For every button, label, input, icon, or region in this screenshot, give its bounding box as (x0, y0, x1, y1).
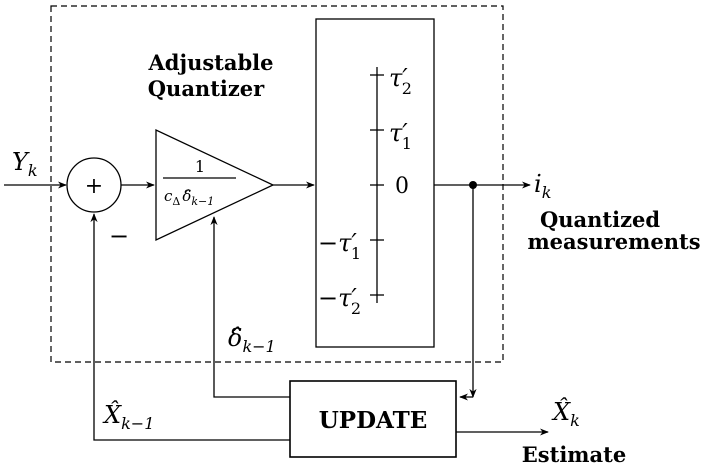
output-label: ik (534, 170, 551, 202)
summer-minus-sign: − (109, 222, 129, 250)
quantizer-box (315, 18, 435, 348)
level-tau1: τ′1 (389, 119, 412, 153)
output-caption-line1: Quantized (540, 207, 660, 232)
estimate-label: X̂k (551, 398, 580, 430)
update-label: UPDATE (319, 407, 428, 434)
gain-amplifier (155, 128, 275, 242)
quantizer-title-line1: Adjustable (148, 50, 274, 75)
input-label: Yk (12, 148, 38, 180)
gain-numerator: 1 (195, 157, 205, 176)
quantizer-title-line2: Quantizer (148, 76, 265, 101)
level-neg-tau1: −τ′1 (318, 229, 361, 263)
x-feedback-path (90, 213, 290, 441)
level-neg-tau2: −τ′2 (318, 284, 361, 318)
level-tau2: τ′2 (389, 64, 412, 98)
summer-plus-sign: + (85, 174, 103, 199)
delta-feedback-path (210, 216, 290, 398)
x-feedback-label: X̂k−1 (102, 401, 154, 433)
level-zero: 0 (395, 174, 409, 199)
quantizer-group-boundary (50, 5, 504, 363)
estimate-caption: Estimate (522, 442, 626, 467)
update-block (289, 380, 457, 458)
output-caption-line2: measurements (527, 229, 700, 254)
delta-feedback-label: δ̂k−1 (228, 324, 276, 356)
